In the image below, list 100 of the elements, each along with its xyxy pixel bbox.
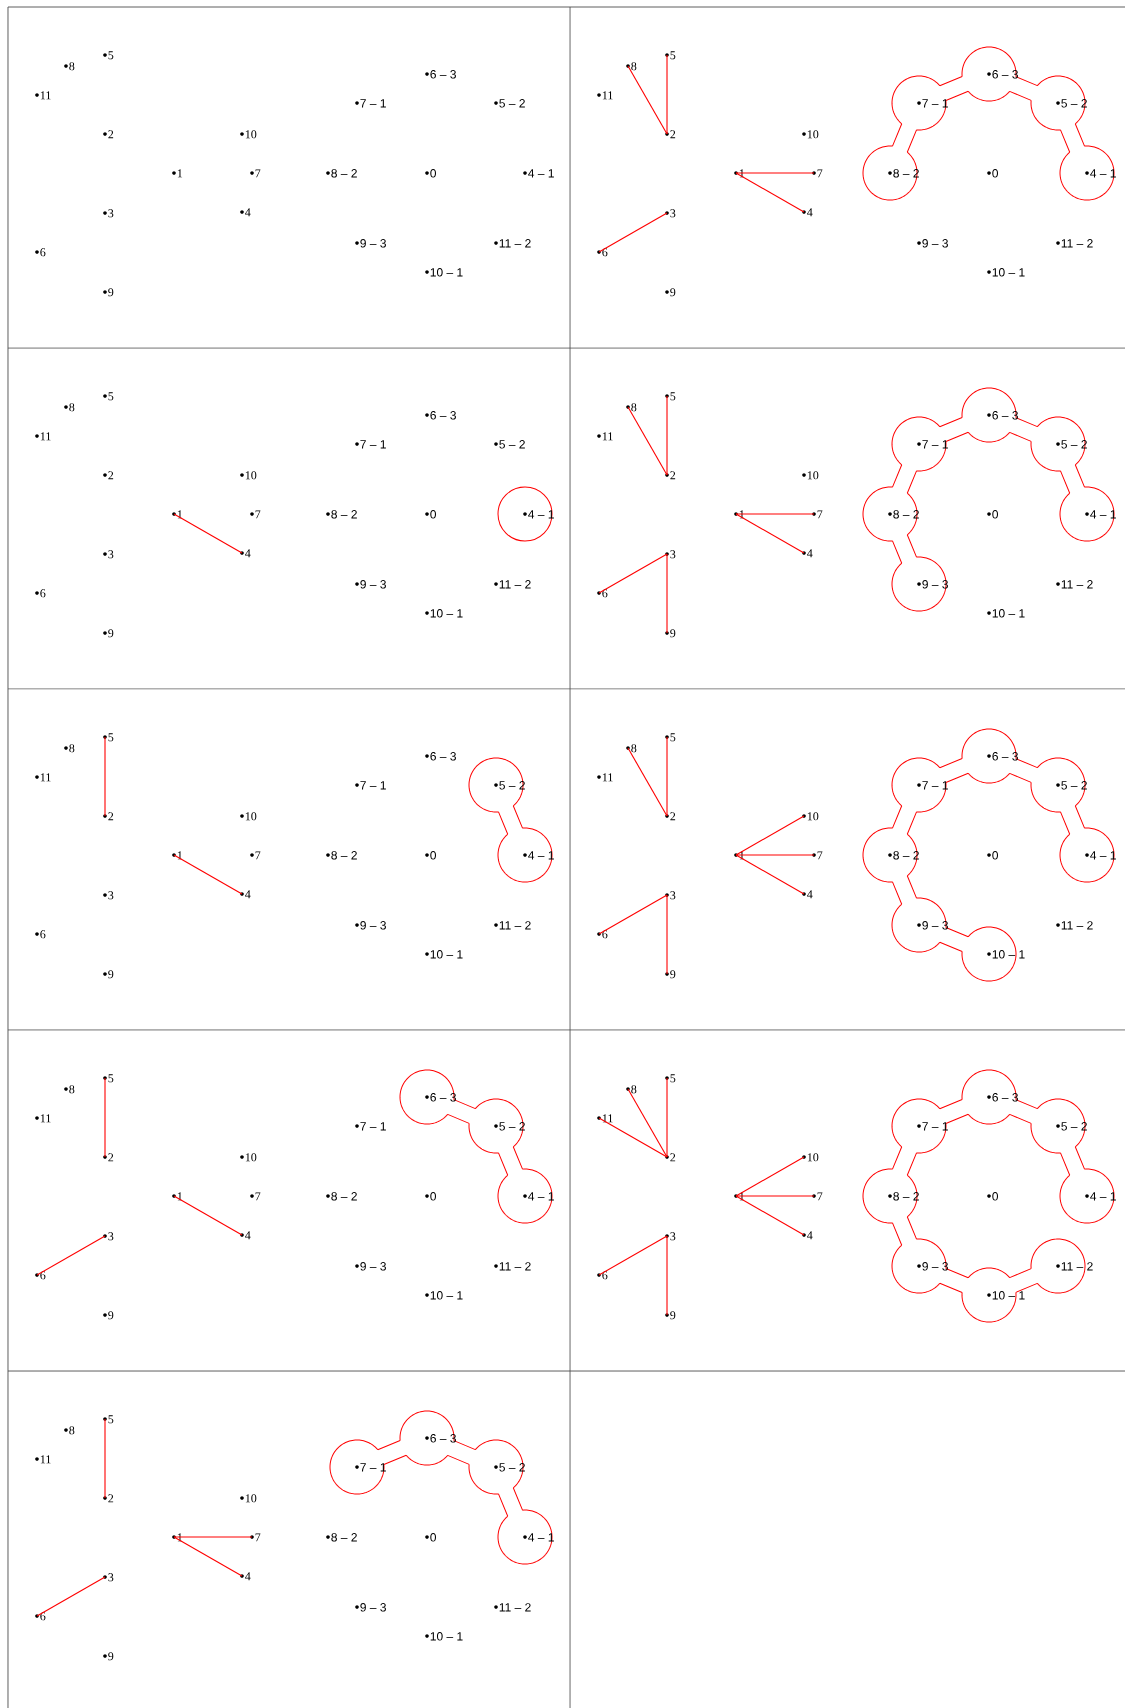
labeled-point: 8 – 2 xyxy=(888,1192,919,1201)
node-label: 10 xyxy=(245,1494,257,1503)
node-label: 9 xyxy=(108,1311,114,1320)
labeled-point: 10 – 1 xyxy=(425,950,463,959)
labeled-point: 6 xyxy=(597,930,608,939)
labeled-point: 6 xyxy=(35,589,46,598)
labeled-point: 9 – 3 xyxy=(917,1262,948,1271)
node-label: 4 – 1 xyxy=(1090,851,1116,860)
labeled-point: 5 xyxy=(103,1074,114,1083)
node-label: 6 – 3 xyxy=(992,411,1018,420)
node-label: 11 xyxy=(602,432,613,441)
labeled-point: 11 xyxy=(35,773,51,782)
labeled-point: 4 xyxy=(240,890,251,899)
node-label: 6 – 3 xyxy=(430,1434,456,1443)
labeled-point: 9 xyxy=(103,629,114,638)
node-label: 5 xyxy=(108,1415,114,1424)
labeled-point: 9 xyxy=(103,288,114,297)
labeled-point: 4 xyxy=(802,890,813,899)
node-label: 8 xyxy=(631,62,637,71)
labeled-point: 11 xyxy=(597,1114,613,1123)
node-label: 8 – 2 xyxy=(331,851,357,860)
labeled-point: 11 – 2 xyxy=(1056,921,1093,930)
labeled-point: 7 xyxy=(250,169,261,178)
line xyxy=(666,894,668,975)
labeled-point: 11 xyxy=(35,91,51,100)
line xyxy=(104,1077,106,1158)
node-label: 9 – 3 xyxy=(360,580,386,589)
labeled-point: 5 xyxy=(665,51,676,60)
node-label: 7 xyxy=(817,851,823,860)
node-label: 9 – 3 xyxy=(922,921,948,930)
line xyxy=(735,172,805,213)
labeled-point: 4 – 1 xyxy=(1085,851,1116,860)
labeled-point: 5 – 2 xyxy=(1056,781,1087,790)
node-label: 8 xyxy=(69,403,75,412)
node-label: 7 – 1 xyxy=(360,1463,386,1472)
labeled-point: 5 xyxy=(665,1074,676,1083)
labeled-point: 1 xyxy=(734,169,745,178)
line xyxy=(598,212,668,253)
node-label: 11 xyxy=(602,1114,613,1123)
node-label: 8 xyxy=(69,744,75,753)
node-label: 6 xyxy=(40,589,46,598)
node-label: 6 xyxy=(40,248,46,257)
node-label: 9 xyxy=(108,629,114,638)
node-label: 7 xyxy=(255,851,261,860)
node-label: 2 xyxy=(670,812,676,821)
node-label: 2 xyxy=(108,471,114,480)
labeled-point: 7 – 1 xyxy=(917,1122,948,1131)
node-label: 9 – 3 xyxy=(922,580,948,589)
labeled-point: 5 xyxy=(103,392,114,401)
labeled-point: 3 xyxy=(103,550,114,559)
labeled-point: 7 xyxy=(812,851,823,860)
line xyxy=(735,854,805,895)
labeled-point: 2 xyxy=(103,1494,114,1503)
labeled-point: 7 – 1 xyxy=(355,781,386,790)
node-label: 9 xyxy=(108,970,114,979)
node-label: 9 – 3 xyxy=(922,239,948,248)
node-label: 6 xyxy=(602,930,608,939)
labeled-point: 10 – 1 xyxy=(987,609,1025,618)
labeled-point: 4 – 1 xyxy=(523,1533,554,1542)
node-label: 0 xyxy=(430,1192,437,1201)
labeled-point: 11 xyxy=(35,1455,51,1464)
labeled-point: 0 xyxy=(425,510,436,519)
node-label: 9 xyxy=(670,288,676,297)
labeled-point: 9 – 3 xyxy=(355,580,386,589)
node-label: 7 xyxy=(255,510,261,519)
line xyxy=(173,1195,243,1236)
line xyxy=(173,1536,253,1538)
labeled-point: 7 – 1 xyxy=(355,99,386,108)
labeled-point: 5 – 2 xyxy=(1056,99,1087,108)
labeled-point: 2 xyxy=(665,130,676,139)
labeled-point: 1 xyxy=(172,1192,183,1201)
node-label: 9 xyxy=(108,288,114,297)
labeled-point: 10 xyxy=(802,812,819,821)
labeled-point: 8 – 2 xyxy=(326,169,357,178)
node-label: 1 xyxy=(177,1533,183,1542)
labeled-point: 10 xyxy=(802,130,819,139)
node-label: 6 xyxy=(602,589,608,598)
node-label: 7 xyxy=(255,169,261,178)
line xyxy=(104,1418,106,1499)
line xyxy=(666,395,668,476)
line xyxy=(598,1235,668,1276)
node-label: 1 xyxy=(739,169,745,178)
labeled-point: 6 – 3 xyxy=(987,70,1018,79)
line xyxy=(173,1536,243,1577)
labeled-point: 5 – 2 xyxy=(494,440,525,449)
labeled-point: 8 xyxy=(64,1085,75,1094)
node-label: 9 – 3 xyxy=(360,921,386,930)
node-label: 1 xyxy=(739,1192,745,1201)
line xyxy=(598,1117,668,1158)
node-label: 0 xyxy=(992,851,999,860)
labeled-point: 6 – 3 xyxy=(425,411,456,420)
node-label: 7 – 1 xyxy=(360,440,386,449)
line xyxy=(666,1077,668,1158)
node-label: 5 – 2 xyxy=(499,440,525,449)
node-label: 11 xyxy=(40,91,51,100)
labeled-point: 10 xyxy=(240,812,257,821)
labeled-point: 10 – 1 xyxy=(987,950,1025,959)
labeled-point: 0 xyxy=(987,510,998,519)
line xyxy=(173,854,243,895)
labeled-point: 4 – 1 xyxy=(523,169,554,178)
